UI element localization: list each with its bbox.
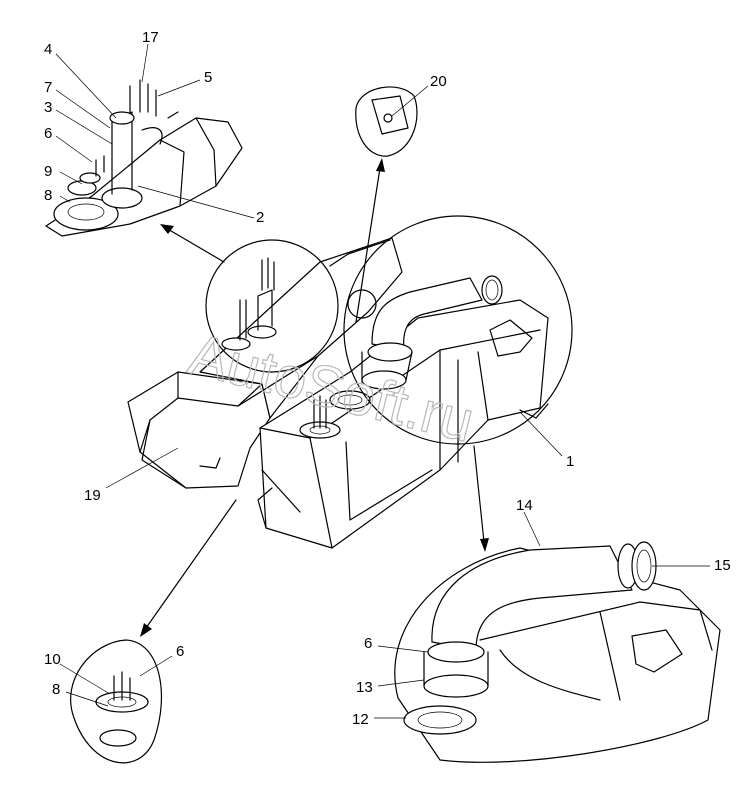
callout-8-top: 8 <box>44 187 52 204</box>
callout-2: 2 <box>256 209 264 226</box>
callout-4: 4 <box>44 41 52 58</box>
callout-1: 1 <box>566 453 574 470</box>
callout-12: 12 <box>352 711 369 728</box>
callout-6-top: 6 <box>44 125 52 142</box>
detail-circle-drain <box>347 289 377 319</box>
detail-pump-assembly <box>45 79 243 237</box>
callout-6-bottom-right: 6 <box>364 635 372 652</box>
callout-13: 13 <box>356 679 373 696</box>
callout-14: 14 <box>516 497 533 514</box>
filler-neck-small <box>329 275 503 410</box>
callout-20: 20 <box>430 73 447 90</box>
callout-19: 19 <box>84 487 101 504</box>
detail-arrows <box>140 158 489 637</box>
detail-filler-neck <box>394 541 721 763</box>
pump-group-small <box>221 257 277 351</box>
callout-15: 15 <box>714 557 731 574</box>
callout-17: 17 <box>142 29 159 46</box>
leader-lines <box>55 43 710 719</box>
callout-6-bottom-left: 6 <box>176 643 184 660</box>
detail-circle-top-left <box>205 239 339 373</box>
callout-7: 7 <box>44 79 52 96</box>
sensor-flange-small <box>299 395 341 439</box>
callout-labels: 4 17 5 7 3 6 9 8 2 20 1 19 10 8 6 14 15 … <box>44 29 731 728</box>
detail-drain-plug <box>355 86 418 157</box>
detail-circle-filler <box>343 215 573 445</box>
callout-10: 10 <box>44 651 61 668</box>
callout-5: 5 <box>204 69 212 86</box>
callout-8-bottom: 8 <box>52 681 60 698</box>
callout-3: 3 <box>44 99 52 116</box>
callout-9: 9 <box>44 163 52 180</box>
fuel-tank-main <box>127 237 549 549</box>
detail-sensor-flange <box>70 639 163 764</box>
